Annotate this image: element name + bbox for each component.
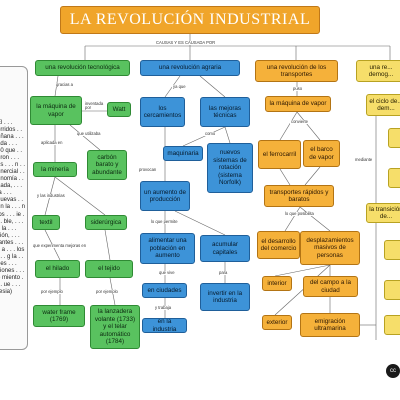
label-mediante: mediante xyxy=(354,157,374,163)
label-ya-que: ya que xyxy=(172,84,187,90)
node-maquina-vapor-transportes[interactable]: la máquina de vapor xyxy=(265,96,331,112)
node-hilado[interactable]: el hilado xyxy=(35,260,80,278)
node-ferrocarril[interactable]: el ferrocarril xyxy=(258,140,301,169)
node-desarrollo-comercio[interactable]: el desarrollo del comercio xyxy=(257,231,300,259)
node-revolucion-agraria[interactable]: una revolución agraria xyxy=(140,60,240,76)
node-revolucion-demografica[interactable]: una re... demog... xyxy=(356,60,400,82)
node-barco-vapor[interactable]: el barco de vapor xyxy=(303,140,340,167)
node-transportes-rapidos[interactable]: transportes rápidos y baratos xyxy=(264,185,334,207)
node-tejido[interactable]: el tejido xyxy=(85,260,133,278)
node-ciclo-demografico[interactable]: el ciclo de... dem... xyxy=(366,94,400,116)
node-cercamientos[interactable]: los cercamientos xyxy=(140,97,185,127)
node-mejoras-tecnicas[interactable]: las mejoras técnicas xyxy=(200,97,250,127)
page-title: LA REVOLUCIÓN INDUSTRIAL xyxy=(60,6,320,34)
node-emigracion[interactable]: emigración ultramarina xyxy=(300,313,360,337)
label-permite: lo que permite xyxy=(150,219,179,225)
cc-license-icon: cc xyxy=(386,364,400,378)
label-aplicada: aplicada en xyxy=(40,140,64,146)
label-ejemplo-1: por ejemplo xyxy=(40,289,64,295)
label-causas: CAUSAS Y ES CAUSADA POR xyxy=(155,40,217,46)
label-posibilita: lo que posibilita xyxy=(284,211,315,217)
label-puso: puso xyxy=(292,86,304,92)
node-textil[interactable]: textil xyxy=(32,215,60,230)
node-en-ciudades[interactable]: en ciudades xyxy=(142,283,187,298)
label-trabaja: y trabaja xyxy=(154,305,173,311)
node-interior[interactable]: interior xyxy=(262,276,292,291)
node-revolucion-transportes[interactable]: una revolución de los transportes xyxy=(255,60,338,82)
node-col4-box-4[interactable] xyxy=(384,280,400,300)
node-exterior[interactable]: exterior xyxy=(262,315,292,330)
node-desplazamientos[interactable]: desplazamientos masivos de personas xyxy=(300,231,360,265)
label-inventada: inventada por xyxy=(84,101,106,111)
node-en-industria[interactable]: en la industria xyxy=(142,318,187,333)
node-aumento-produccion[interactable]: un aumento de producción xyxy=(140,181,190,211)
node-transicion[interactable]: la transición de... xyxy=(366,203,400,223)
node-lanzadera[interactable]: la lanzadera volante (1733) y el telar a… xyxy=(90,305,140,349)
node-col4-box-1[interactable] xyxy=(388,128,400,148)
node-maquina-vapor[interactable]: la máquina de vapor xyxy=(30,96,82,125)
label-ejemplo-2: por ejemplo xyxy=(95,289,119,295)
label-que-vive: que vive xyxy=(158,270,176,276)
label-como: como xyxy=(204,131,217,137)
node-mineria[interactable]: la minería xyxy=(33,162,77,177)
label-provocan: provocan xyxy=(138,167,158,173)
intro-text-box: El . . . orridos . . . ñana . . . ada . … xyxy=(0,66,28,350)
node-alimentar-poblacion[interactable]: alimentar una población en aumento xyxy=(140,233,195,264)
node-col4-box-5[interactable] xyxy=(384,315,400,335)
node-water-frame[interactable]: water frame (1769) xyxy=(33,305,85,327)
label-que-utilizaba: que utilizaba xyxy=(76,131,102,137)
node-col4-box-3[interactable] xyxy=(384,240,400,260)
node-watt[interactable]: Watt xyxy=(107,102,131,117)
intro-text: El . . . orridos . . . ñana . . . ada . … xyxy=(0,119,26,296)
label-convierte: convierte xyxy=(290,119,309,125)
label-para: para xyxy=(218,270,229,276)
label-industrias: y las industrias xyxy=(36,193,66,199)
node-campo-ciudad[interactable]: del campo a la ciudad xyxy=(303,276,358,297)
node-siderurgica[interactable]: siderúrgica xyxy=(85,215,127,230)
label-mejoras: que experimenta mejoras en xyxy=(32,243,88,249)
node-maquinaria[interactable]: maquinaria xyxy=(163,146,203,161)
node-acumular-capitales[interactable]: acumular capitales xyxy=(200,235,250,262)
node-revolucion-tecnologica[interactable]: una revolución tecnológica xyxy=(35,60,130,76)
node-carbon[interactable]: carbón barato y abundante xyxy=(87,150,127,180)
node-invertir-industria[interactable]: invertir en la industria xyxy=(200,283,250,311)
node-col4-box-2[interactable] xyxy=(388,168,400,188)
label-gracias: gracias a xyxy=(55,82,74,88)
node-rotacion[interactable]: nuevos sistemas de rotación (sistema Nor… xyxy=(207,143,253,193)
